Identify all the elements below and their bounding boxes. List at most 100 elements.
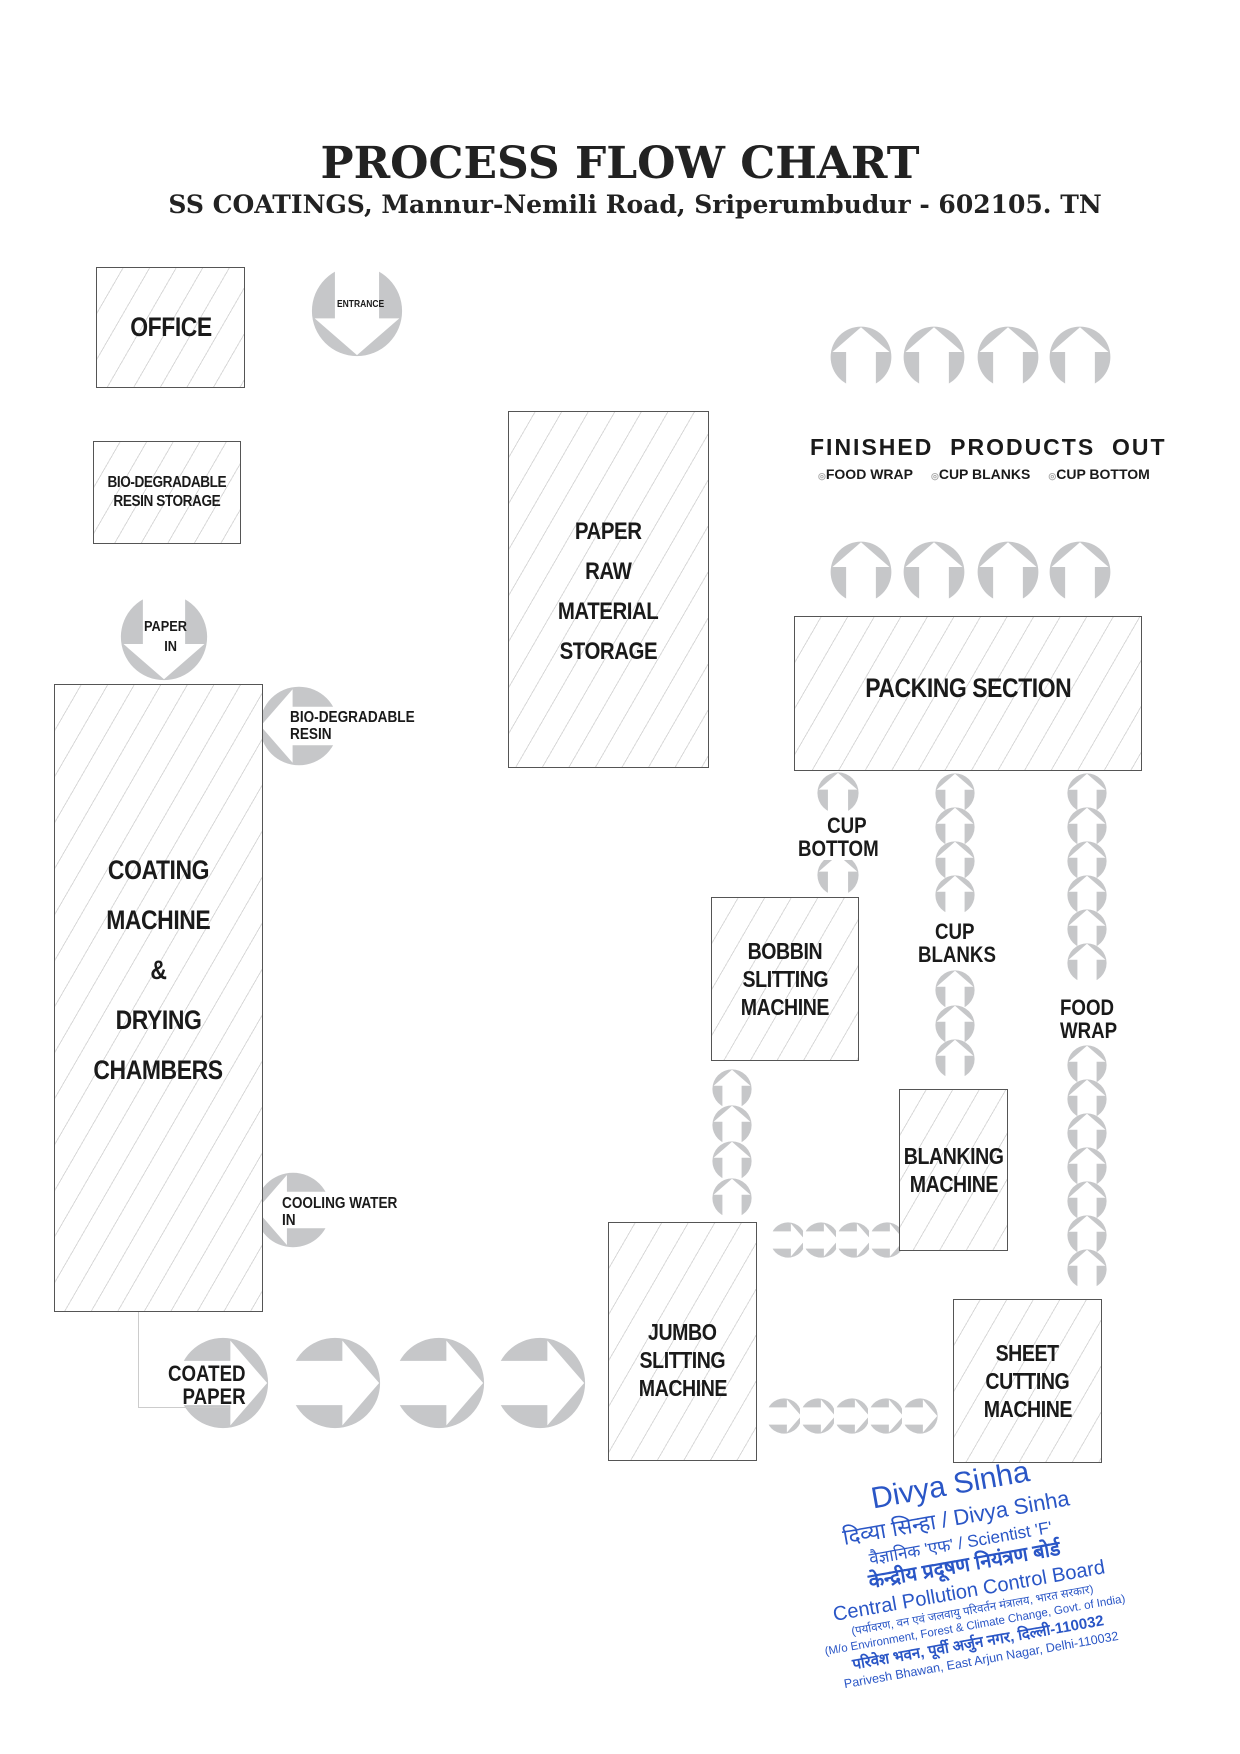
flow-arrow-icon xyxy=(1067,1181,1107,1221)
flow-arrow-icon xyxy=(1067,807,1107,847)
jumbo-label-3: MACHINE xyxy=(638,1375,727,1401)
flow-arrow-icon xyxy=(766,1398,802,1434)
bobbin-label-2: SLITTING xyxy=(742,966,828,992)
coating-label-2: MACHINE xyxy=(106,905,211,935)
flow-arrow-icon xyxy=(255,1172,331,1248)
cup-bottom-label: CUP BOTTOM xyxy=(798,814,879,860)
flow-arrow-icon xyxy=(836,1222,872,1258)
bobbin-slitting-box: BOBBIN SLITTING MACHINE xyxy=(711,897,859,1061)
flow-arrow-icon xyxy=(1067,1147,1107,1187)
paper-storage-label-4: STORAGE xyxy=(559,638,658,665)
resin-storage-label-2: RESIN STORAGE xyxy=(113,492,221,510)
flow-arrow-icon xyxy=(868,1398,904,1434)
coating-label-4: DRYING xyxy=(115,1005,202,1035)
paper-storage-box: PAPER RAW MATERIAL STORAGE xyxy=(508,411,709,768)
flow-arrow-icon xyxy=(712,1141,752,1181)
flow-arrow-icon xyxy=(902,1398,938,1434)
flow-arrow-icon xyxy=(1067,1249,1107,1289)
flow-arrow-icon xyxy=(712,1105,752,1145)
sheet-label-1: SHEET xyxy=(995,1340,1060,1366)
flow-arrow-icon xyxy=(830,326,892,388)
bullet-icon: ◎ xyxy=(1048,471,1057,481)
paper-storage-label-2: RAW xyxy=(585,558,632,585)
jumbo-label-1: JUMBO xyxy=(648,1319,717,1345)
flow-arrow-icon xyxy=(393,1337,485,1429)
flow-arrow-icon xyxy=(977,541,1039,603)
entrance-label: ENTRANCE xyxy=(337,299,385,310)
food-wrap-label-1: FOOD xyxy=(1060,995,1115,1020)
bullet-icon: ◎ xyxy=(930,471,939,481)
flow-arrow-icon xyxy=(120,593,208,681)
paper-in-label-2: IN xyxy=(164,637,177,655)
cup-blanks-label-2: BLANKS xyxy=(918,942,996,968)
flow-arrow-icon xyxy=(1067,1079,1107,1119)
coated-paper-label-2: PAPER xyxy=(182,1384,246,1410)
jumbo-label-2: SLITTING xyxy=(639,1347,726,1373)
blanking-label-1: BLANKING xyxy=(903,1143,1004,1169)
coating-machine-box: COATING MACHINE & DRYING CHAMBERS xyxy=(54,684,263,1312)
paper-storage-label-1: PAPER xyxy=(575,518,642,545)
resin-in-label-1: BIO-DEGRADABLE xyxy=(290,709,415,726)
flow-arrow-icon xyxy=(1067,841,1107,881)
flow-arrow-icon xyxy=(830,541,892,603)
flow-arrow-icon xyxy=(935,841,975,881)
flow-arrow-icon xyxy=(869,1222,905,1258)
blanking-label-2: MACHINE xyxy=(909,1171,998,1197)
flow-arrow-icon xyxy=(1049,326,1111,388)
official-stamp: Divya Sinha दिव्या सिन्हा / Divya Sinha … xyxy=(760,1434,1170,1701)
sheet-cutting-box: SHEET CUTTING MACHINE xyxy=(953,1299,1102,1463)
flow-arrow-icon xyxy=(903,541,965,603)
office-box: OFFICE xyxy=(96,267,245,388)
flow-arrow-icon xyxy=(935,970,975,1010)
resin-storage-label-1: BIO-DEGRADABLE xyxy=(107,474,227,492)
finished-item-cup-blanks: ◎CUP BLANKS xyxy=(930,466,1031,482)
resin-storage-box: BIO-DEGRADABLE RESIN STORAGE xyxy=(93,441,241,544)
flow-arrow-icon xyxy=(770,1222,806,1258)
coating-label-1: COATING xyxy=(107,855,210,885)
cooling-water-label: COOLING WATER IN xyxy=(282,1195,398,1230)
flow-arrow-icon xyxy=(935,1005,975,1045)
page-title: PROCESS FLOW CHART xyxy=(320,138,920,189)
cup-bottom-label-2: BOTTOM xyxy=(798,836,879,862)
flow-arrow-icon xyxy=(1067,1215,1107,1255)
coating-label-5: CHAMBERS xyxy=(93,1055,224,1085)
paper-in-label: PAPER IN xyxy=(144,619,187,655)
sheet-label-2: CUTTING xyxy=(985,1368,1070,1394)
coated-paper-connector xyxy=(138,1312,229,1408)
cooling-water-label-2: IN xyxy=(282,1211,296,1229)
flow-arrow-icon xyxy=(817,772,859,814)
flow-arrow-icon xyxy=(712,1069,752,1109)
flow-arrow-icon xyxy=(1067,773,1107,813)
flow-arrow-icon xyxy=(803,1222,839,1258)
cup-blanks-label: CUP BLANKS xyxy=(918,920,996,966)
flow-arrow-icon xyxy=(311,265,403,357)
flow-arrow-icon xyxy=(177,1337,269,1429)
flow-arrow-icon xyxy=(1067,1045,1107,1085)
resin-in-label-2: RESIN xyxy=(290,725,332,743)
office-label: OFFICE xyxy=(129,312,212,342)
cup-bottom-label-1: CUP xyxy=(827,813,867,838)
flow-arrow-icon xyxy=(1067,1113,1107,1153)
finished-item-food-wrap: ◎FOOD WRAP xyxy=(818,466,913,482)
finished-item-cup-bottom: ◎CUP BOTTOM xyxy=(1048,466,1150,482)
flow-arrow-icon xyxy=(289,1337,381,1429)
flow-arrow-icon xyxy=(1067,875,1107,915)
bobbin-label-3: MACHINE xyxy=(740,994,830,1020)
flow-arrow-icon xyxy=(1067,943,1107,983)
flow-arrow-icon xyxy=(712,1178,752,1218)
food-wrap-label-2: WRAP xyxy=(1060,1018,1118,1044)
flow-arrow-icon xyxy=(800,1398,836,1434)
flow-arrow-icon xyxy=(817,854,859,896)
cup-blanks-label-1: CUP xyxy=(935,919,975,944)
jumbo-slitting-box: JUMBO SLITTING MACHINE xyxy=(608,1222,757,1461)
page-subtitle: SS COATINGS, Mannur-Nemili Road, Sriperu… xyxy=(168,190,1102,219)
bobbin-label-1: BOBBIN xyxy=(747,938,823,964)
finished-products-title: FINISHED PRODUCTS OUT xyxy=(810,434,1167,460)
cooling-water-label-1: COOLING WATER xyxy=(282,1195,398,1212)
flow-arrow-icon xyxy=(259,686,339,766)
bullet-icon: ◎ xyxy=(818,471,826,481)
flow-arrow-icon xyxy=(834,1398,870,1434)
resin-in-label: BIO-DEGRADABLE RESIN xyxy=(290,709,415,744)
flow-arrow-icon xyxy=(494,1337,586,1429)
finished-products-list: ◎FOOD WRAP ◎CUP BLANKS ◎CUP BOTTOM xyxy=(818,466,1150,482)
